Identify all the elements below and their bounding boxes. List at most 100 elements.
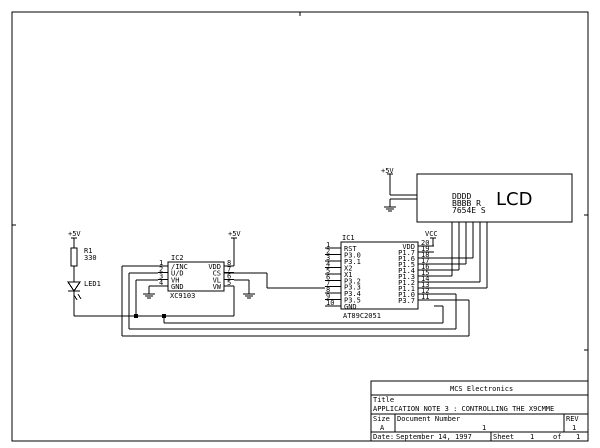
ic1-pin-number: 19 [421,245,429,253]
led-supply-label: +5V [68,230,81,238]
ic1-pin-name: P1.1 [398,285,415,293]
revision-label: REV [566,415,579,423]
wire-junctions [134,314,166,318]
ic1-pin-number: 6 [326,273,330,281]
ic2-pin-name: VDD [208,263,221,271]
ic2-pin-name: CS [213,270,221,278]
ic1-ref: IC1 [342,234,355,242]
company-name: MCS Electronics [450,385,513,393]
ic1-pin-number: 7 [326,280,330,288]
title-block: MCS Electronics Title APPLICATION NOTE 3… [370,380,589,442]
ic1-pin-name: P3.1 [344,258,361,266]
sheet-of-label: of [553,433,561,441]
ic1-pin-number: 16 [421,263,429,271]
ic1-pin-name: X2 [344,264,352,272]
ic2-pin-number: 5 [227,279,231,287]
ic2-chip: IC2 XC9103 [167,254,225,300]
ic1-pin-name: GND [344,303,357,311]
ic2-pin-number: 3 [159,272,163,280]
ic2-vl-ground-net [234,279,255,299]
ic1-pin-name: P3.4 [344,290,361,298]
ic2-ref: IC2 [171,254,184,262]
r1-value: 330 [84,254,97,262]
ic1-pin-2: 2P3.0 [325,247,361,259]
ic1-pin-name: P1.7 [398,249,415,257]
ic1-pin-number: 17 [421,257,429,265]
ic1-pin-name: RST [344,245,357,253]
ic1-pin-name: VDD [402,243,415,251]
sheet-number: 1 [530,433,534,441]
ic1-pin-name: P1.0 [398,291,415,299]
ic2-supply-label: +5V [228,230,241,238]
ic1-pin-number: 9 [326,293,330,301]
document-number-label: Document Number [397,415,460,423]
ic1-pin-name: P3.5 [344,297,361,305]
size-value: A [380,424,385,432]
ic1-pin-number: 20 [421,239,429,247]
lcd-power-net: +5V [381,167,417,207]
drawing-border [11,11,589,442]
ic2-pin-name: VW [213,283,222,291]
lcd-label: LCD [496,189,532,210]
title-label: Title [373,396,394,404]
resistor-r1: R1 330 [70,247,97,282]
size-label: Size [373,415,390,423]
date-label: Date: [373,433,394,441]
led1-ref: LED1 [84,280,101,288]
ic1-pin-number: 14 [421,275,429,283]
ic1-pin-name: P1.4 [398,267,415,275]
ic2-pin-name: VH [171,276,179,284]
ic1-pin-number: 8 [326,286,330,294]
ic2-pin-1: 1/INC [158,259,188,271]
led-led1: LED1 [67,280,101,316]
ic2-pin-name: U/D [171,270,184,278]
ic1-pin-number: 1 [326,241,330,249]
ic1-pin-number: 2 [326,247,330,255]
ic1-pin-name: P1.5 [398,261,415,269]
lcd-ground-symbol [384,206,396,212]
ic1-pin-name: P3.3 [344,284,361,292]
ic2-part: XC9103 [170,292,195,300]
ic1-pin-name: P3.2 [344,277,361,285]
ic1-pin-number: 10 [326,299,334,307]
lcd-data-bus [434,222,488,289]
lcd-pin-row-3: 7654E S [452,206,486,215]
ic2-pin-number: 8 [227,259,231,267]
ic1-pin-name: X1 [344,271,352,279]
ic2-gnd-net [143,285,158,299]
ic1-pin-number: 12 [421,287,429,295]
sheet-total: 1 [576,433,580,441]
revision-value: 1 [572,424,576,432]
ic1-pin-name: P1.3 [398,273,415,281]
interconnect-wires [74,265,470,337]
ic2-supply-net: +5V [224,230,241,267]
ic1-pin-number: 11 [421,293,429,301]
ic2-pin-6: 6VL [213,272,234,284]
ic1-pin-name: P3.0 [344,251,361,259]
r1-ref: R1 [84,247,92,255]
ic2-pin-name: VL [213,276,221,284]
ic1-pin-name: P1.6 [398,255,415,263]
ic1-pin-number: 13 [421,281,429,289]
ic1-pin-number: 5 [326,267,330,275]
